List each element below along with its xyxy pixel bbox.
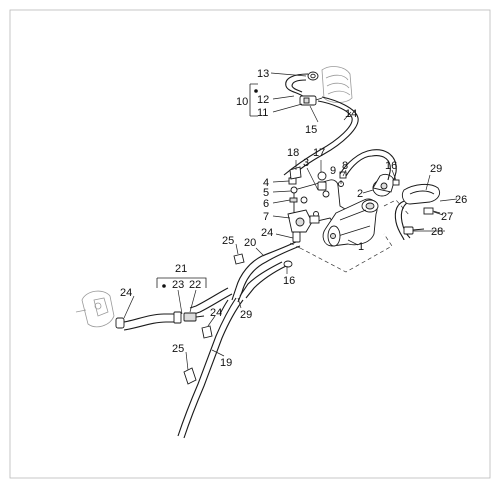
callout-29-lower: 29 xyxy=(240,309,252,321)
callout-25-upper: 25 xyxy=(222,235,234,247)
callout-27: 27 xyxy=(441,211,453,223)
fitting-24-center xyxy=(292,231,301,243)
fuel-pump-1 xyxy=(322,198,379,247)
return-hose-assembly xyxy=(394,183,441,241)
tank-neck-ghost xyxy=(321,66,353,103)
callout-21: 21 xyxy=(175,263,187,275)
hose-24-left xyxy=(123,311,205,331)
callout-25-lower: 25 xyxy=(172,343,184,355)
fuel-hose-19 xyxy=(177,297,244,439)
hose-clamp-13 xyxy=(307,71,319,81)
callout-24-center: 24 xyxy=(261,227,273,239)
page-frame xyxy=(9,9,491,479)
callout-15: 15 xyxy=(305,124,317,136)
callout-20: 20 xyxy=(244,237,256,249)
callout-29-right: 29 xyxy=(430,163,442,175)
callout-19: 19 xyxy=(220,357,232,369)
callout-1: 1 xyxy=(358,241,364,253)
callout-6: 6 xyxy=(263,198,269,210)
callout-26: 26 xyxy=(455,194,467,206)
callout-17: 17 xyxy=(313,147,325,159)
throttle-body-ghost xyxy=(75,290,125,329)
clip-16 xyxy=(392,179,400,186)
fastener-17 xyxy=(317,171,327,191)
callout-22: 22 xyxy=(189,279,201,291)
bracket-21 xyxy=(156,277,207,288)
leader-lines xyxy=(123,160,397,371)
callout-2: 2 xyxy=(357,188,363,200)
hose-12 xyxy=(285,73,309,98)
fuel-filter-2 xyxy=(372,173,395,197)
hose-16-upper xyxy=(339,149,397,181)
callout-3: 3 xyxy=(303,157,309,169)
callout-11: 11 xyxy=(257,107,268,119)
bracket-10 xyxy=(249,83,258,117)
callout-7: 7 xyxy=(263,211,269,223)
callout-16-upper: 16 xyxy=(385,160,397,172)
callout-13: 13 xyxy=(257,68,269,80)
fastener-18 xyxy=(289,166,302,180)
pressure-sensor-7 xyxy=(287,209,320,233)
fuel-tank-fitting-assembly xyxy=(249,66,359,179)
callout-4: 4 xyxy=(263,177,269,189)
callout-14: 14 xyxy=(345,108,357,120)
fitting-24-lower xyxy=(201,325,213,339)
fitting-25-upper xyxy=(233,253,245,265)
callout-18: 18 xyxy=(287,147,299,159)
callout-9: 9 xyxy=(330,165,336,177)
callout-10: 10 xyxy=(236,96,248,108)
callout-24-left: 24 xyxy=(120,287,132,299)
fuel-hose-20 xyxy=(231,239,301,303)
fastener-9-8 xyxy=(338,171,347,187)
callout-16-lower: 16 xyxy=(283,275,295,287)
check-valve-11 xyxy=(299,95,323,106)
callout-12: 12 xyxy=(257,94,269,106)
clamp-16-lower xyxy=(283,260,293,268)
callout-5: 5 xyxy=(263,187,269,199)
callout-28: 28 xyxy=(431,226,443,238)
callout-labels: 1 2 3 4 5 6 7 8 9 10 11 12 13 14 15 16 1… xyxy=(120,68,467,369)
hose-14 xyxy=(283,100,353,176)
callout-8: 8 xyxy=(342,160,348,172)
callout-24-lower: 24 xyxy=(210,307,222,319)
fastener-4-5-6 xyxy=(288,177,298,203)
fitting-25-lower xyxy=(183,367,197,385)
callout-23: 23 xyxy=(172,279,184,291)
